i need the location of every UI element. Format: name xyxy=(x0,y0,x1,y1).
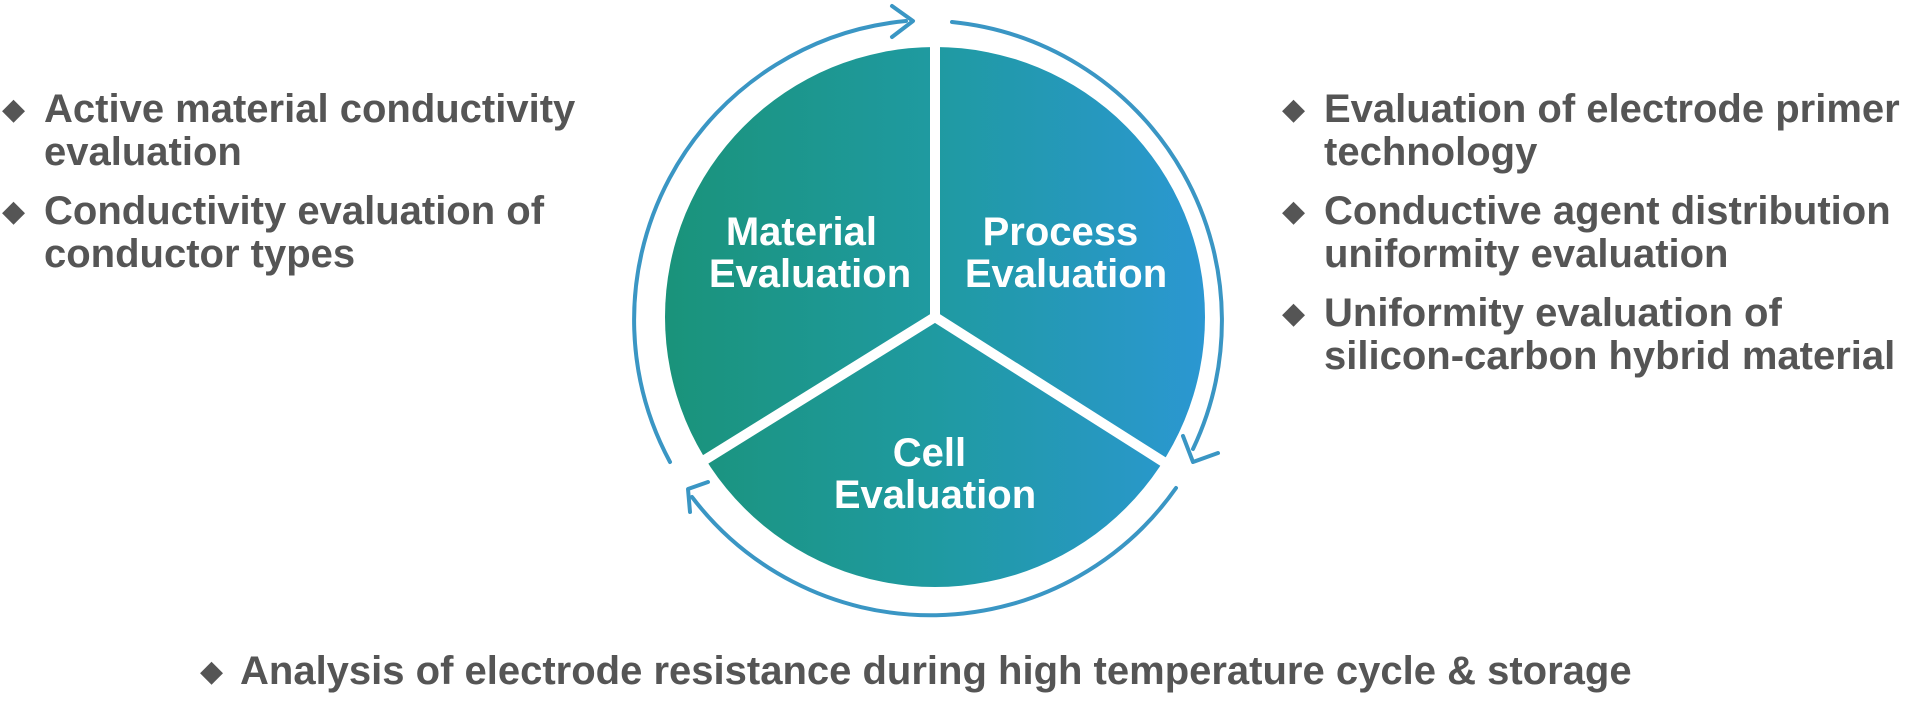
list-item-text: Uniformity evaluation of silicon-carbon … xyxy=(1324,291,1896,378)
process-evaluation-list: ◆ Evaluation of electrode primer technol… xyxy=(1280,88,1915,394)
list-item: ◆ Conductive agent distribution uniformi… xyxy=(1280,190,1915,276)
segment-label-cell: Cell Evaluation xyxy=(834,431,1036,517)
cell-evaluation-list: ◆ Analysis of electrode resistance durin… xyxy=(198,650,1898,710)
list-item-text: Conductivity evaluation of conductor typ… xyxy=(44,189,545,276)
list-item: ◆ Active material conductivity evaluatio… xyxy=(0,88,600,174)
segment-label-process: Process Evaluation xyxy=(965,210,1167,296)
divider-left xyxy=(692,312,938,471)
arrowhead-top-icon xyxy=(890,4,915,39)
list-item: ◆ Analysis of electrode resistance durin… xyxy=(198,650,1898,694)
cycle-arrow-top-right xyxy=(950,20,1224,451)
diamond-bullet-icon: ◆ xyxy=(200,655,224,688)
segment-label-material: Material Evaluation xyxy=(709,210,911,296)
diamond-bullet-icon: ◆ xyxy=(1282,93,1306,126)
diamond-bullet-icon: ◆ xyxy=(2,195,26,228)
list-item-text: Conductive agent distribution uniformity… xyxy=(1324,189,1891,276)
divider-right xyxy=(932,312,1173,471)
arrowhead-left-icon xyxy=(686,480,710,514)
cycle-arrow-bottom xyxy=(690,486,1178,618)
cycle-arrow-top-left xyxy=(632,19,908,464)
list-item-text: Evaluation of electrode primer technolog… xyxy=(1324,87,1900,174)
diamond-bullet-icon: ◆ xyxy=(1282,297,1306,330)
list-item: ◆ Conductivity evaluation of conductor t… xyxy=(0,190,600,276)
diamond-bullet-icon: ◆ xyxy=(1282,195,1306,228)
list-item-text: Analysis of electrode resistance during … xyxy=(240,649,1632,693)
list-item: ◆ Evaluation of electrode primer technol… xyxy=(1280,88,1915,174)
list-item: ◆ Uniformity evaluation of silicon-carbo… xyxy=(1280,292,1915,378)
material-evaluation-list: ◆ Active material conductivity evaluatio… xyxy=(0,88,600,292)
diamond-bullet-icon: ◆ xyxy=(2,93,26,126)
arrowhead-right-icon xyxy=(1181,434,1220,464)
list-item-text: Active material conductivity evaluation xyxy=(44,87,576,174)
